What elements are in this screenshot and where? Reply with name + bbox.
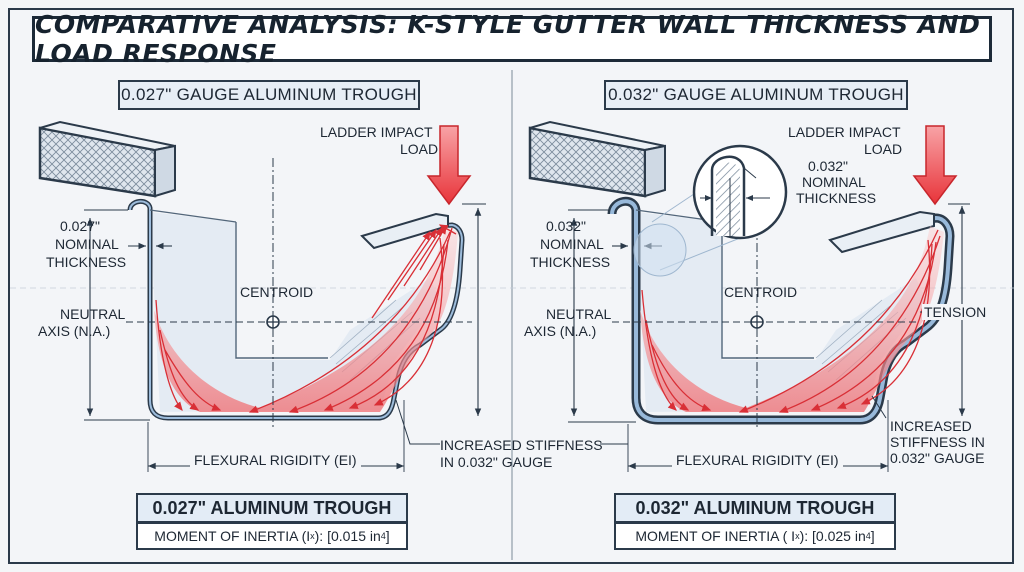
stress-arrows-left [155,224,457,414]
right-moment-value: ): [0.025 in [799,528,866,544]
inset-thickness-label-2: NOMINAL [802,174,866,190]
page-title: COMPARATIVE ANALYSIS: K-STYLE GUTTER WAL… [32,10,992,68]
right-load-label-1: LADDER IMPACT [788,124,901,140]
left-rigidity-label: FLEXURAL RIGIDITY (EI) [190,452,361,468]
left-box-title: 0.027" ALUMINUM TROUGH [136,493,408,523]
stress-arrows-right [641,229,941,413]
right-moment-sub: x [795,531,800,541]
left-moment-prefix: MOMENT OF INERTIA (I [154,528,311,544]
left-moment-value: ): [0.015 in [314,528,381,544]
load-arrow-right [912,125,958,206]
right-thickness-label-1: 0.032" [546,218,587,234]
left-thickness-label-3: THICKNESS [46,254,127,270]
right-moment-sup: 4 [865,531,871,541]
stress-field-left [154,226,458,412]
left-moment-end: ] [385,528,390,544]
inset-thickness-label-1: 0.032" [808,158,849,174]
right-neutral-label-2: AXIS (N.A.) [524,323,597,339]
right-moment-end: ] [870,528,875,544]
left-moment-sup: 4 [380,531,386,541]
right-gutter-drawing [528,120,970,472]
left-moment-sub: x [310,531,315,541]
right-rigidity-label: FLEXURAL RIGIDITY (EI) [672,452,843,468]
right-moment-prefix: MOMENT OF INERTIA ( I [635,528,796,544]
shared-callout-1: INCREASED STIFFNESS [440,437,603,453]
right-panel-header: 0.032" GAUGE ALUMINUM TROUGH [604,80,908,110]
right-box-title: 0.032" ALUMINUM TROUGH [614,493,896,523]
right-centroid-label: CENTROID [724,284,798,300]
right-load-label-2: LOAD [864,141,903,157]
right-neutral-label-1: NEUTRAL [546,306,612,322]
tension-label: TENSION [922,304,989,320]
right-stiffness-label-2: STIFFNESS IN [890,434,985,450]
left-load-label-2: LOAD [400,141,439,157]
page-title-text: COMPARATIVE ANALYSIS: K-STYLE GUTTER WAL… [35,10,981,68]
left-gutter-drawing [38,120,486,472]
left-neutral-label-2: AXIS (N.A.) [38,323,111,339]
left-thickness-label-2: NOMINAL [55,236,119,252]
inset-thickness-label-3: THICKNESS [796,190,877,206]
right-stiffness-label-1: INCREASED [890,418,972,434]
left-load-label-1: LADDER IMPACT [320,124,433,140]
right-thickness-label-2: NOMINAL [540,236,604,252]
right-thickness-label-3: THICKNESS [530,254,611,270]
magnified-inset [692,144,788,240]
stress-field-right [640,226,944,412]
shared-callout-2: IN 0.032" GAUGE [440,454,553,470]
left-neutral-label-1: NEUTRAL [60,306,126,322]
left-centroid-label: CENTROID [240,284,314,300]
right-stiffness-label-3: 0.032" GAUGE [890,450,985,466]
left-thickness-label-1: 0.027" [60,218,101,234]
load-arrow-left [426,125,472,206]
left-panel-header: 0.027" GAUGE ALUMINUM TROUGH [118,80,420,110]
